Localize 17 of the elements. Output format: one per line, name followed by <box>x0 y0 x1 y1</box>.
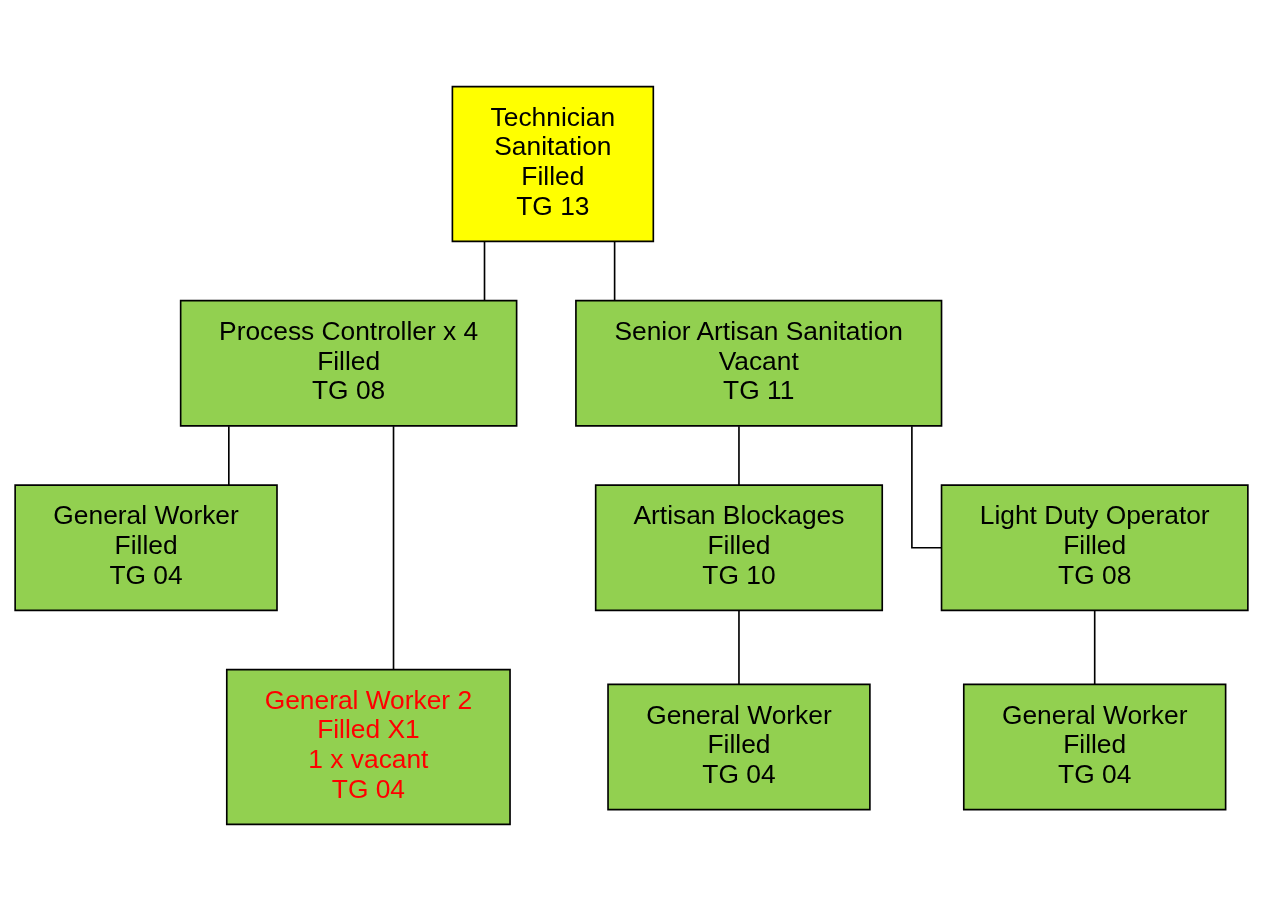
connector <box>911 425 943 549</box>
connector <box>228 425 230 486</box>
connector <box>1093 609 1096 686</box>
connector <box>613 240 616 302</box>
node-box: General Worker Filled TG 04 <box>607 683 871 811</box>
node-box: Senior Artisan Sanitation Vacant TG 11 <box>575 299 943 427</box>
connector <box>738 425 740 486</box>
node-box: Light Duty Operator Filled TG 08 <box>940 484 1249 612</box>
node-box: General Worker Filled TG 04 <box>962 683 1227 811</box>
node-box: Technician Sanitation Filled TG 13 <box>451 85 655 243</box>
connector <box>738 609 740 686</box>
connector <box>392 425 395 671</box>
node-box: Process Controller x 4 Filled TG 08 <box>179 299 518 427</box>
node-box: Artisan Blockages Filled TG 10 <box>594 484 884 612</box>
node-box: General Worker Filled TG 04 <box>14 484 278 612</box>
node-box: General Worker 2 Filled X1 1 x vacant TG 04 <box>225 668 511 826</box>
connector <box>483 240 486 302</box>
